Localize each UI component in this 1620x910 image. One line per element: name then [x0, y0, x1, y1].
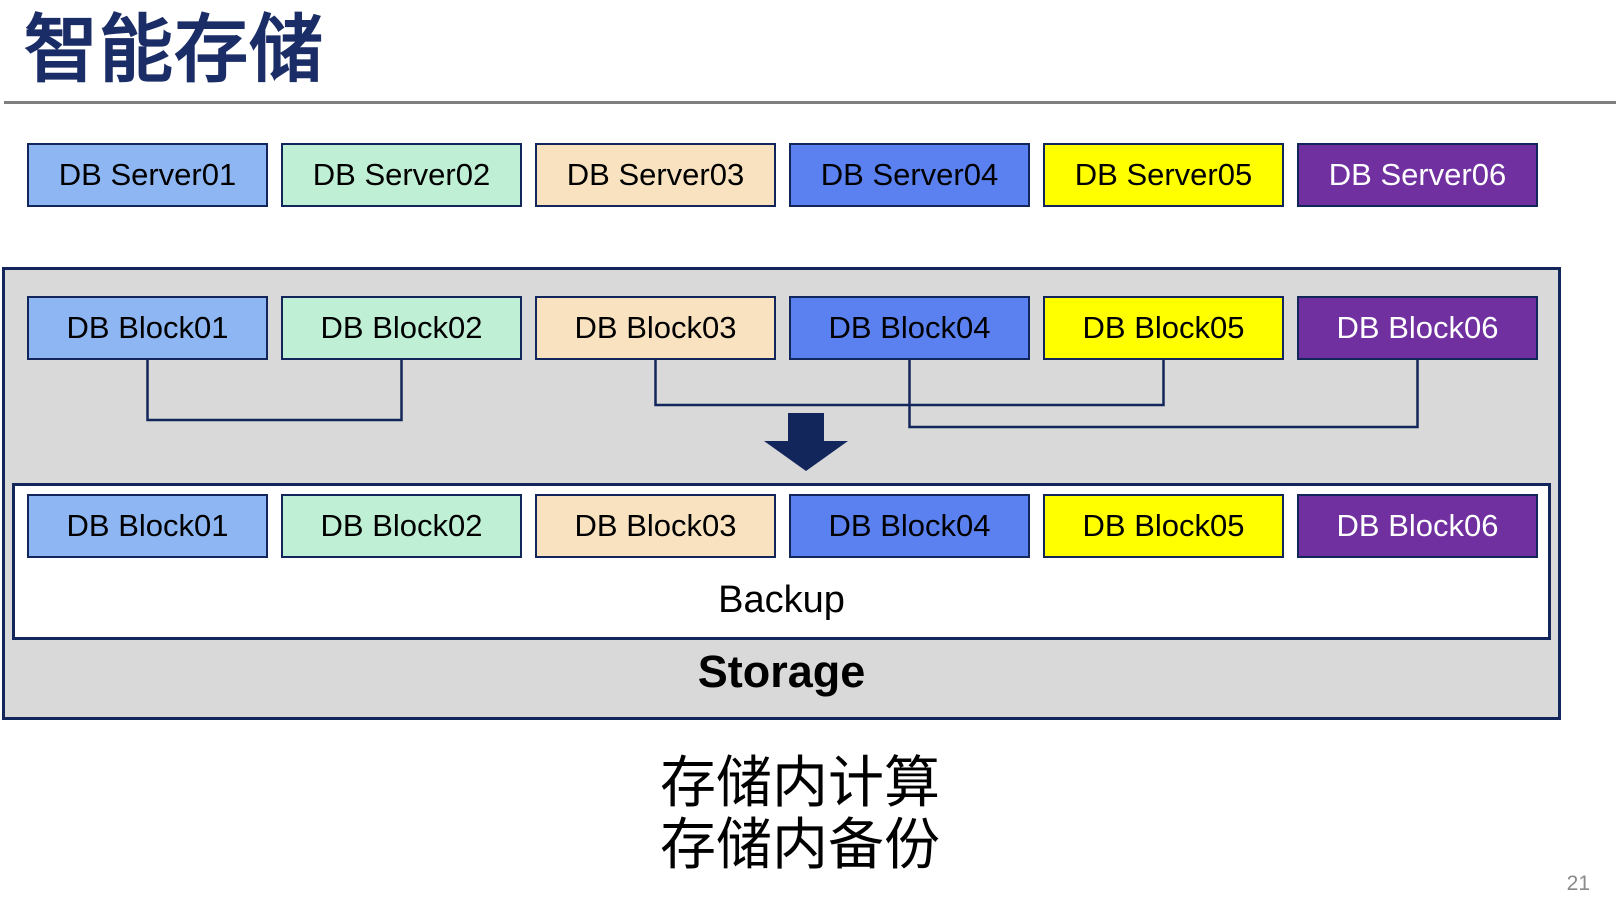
db-block-top-01-box: DB Block01: [27, 296, 268, 360]
backup-box: [12, 483, 1551, 640]
storage-label: Storage: [697, 646, 866, 697]
db-block-bottom-05-box: DB Block05: [1043, 494, 1284, 558]
db-block-bottom-06-box: DB Block06: [1297, 494, 1538, 558]
db-block-bottom-02-box: DB Block02: [281, 494, 522, 558]
caption-line-2: 存储内备份: [660, 813, 940, 876]
db-server-row: DB Server01 DB Server02 DB Server03 DB S…: [27, 143, 1538, 207]
caption-line-1: 存储内计算: [660, 751, 940, 814]
db-server-02-box: DB Server02: [281, 143, 522, 207]
db-block-bottom-01-box: DB Block01: [27, 494, 268, 558]
backup-label: Backup: [718, 579, 845, 621]
db-server-04-box: DB Server04: [789, 143, 1030, 207]
db-block-bottom-03-box: DB Block03: [535, 494, 776, 558]
db-block-bottom-04-box: DB Block04: [789, 494, 1030, 558]
db-block-top-03-box: DB Block03: [535, 296, 776, 360]
db-block-row-top: DB Block01 DB Block02 DB Block03 DB Bloc…: [27, 296, 1538, 360]
title-divider: [4, 101, 1616, 104]
page-title: 智能存储: [24, 8, 324, 91]
db-block-top-05-box: DB Block05: [1043, 296, 1284, 360]
db-server-05-box: DB Server05: [1043, 143, 1284, 207]
db-server-03-box: DB Server03: [535, 143, 776, 207]
db-server-06-box: DB Server06: [1297, 143, 1538, 207]
db-block-top-06-box: DB Block06: [1297, 296, 1538, 360]
db-block-row-bottom: DB Block01 DB Block02 DB Block03 DB Bloc…: [27, 494, 1538, 558]
db-block-top-02-box: DB Block02: [281, 296, 522, 360]
db-server-01-box: DB Server01: [27, 143, 268, 207]
page-number: 21: [1566, 872, 1590, 895]
caption: 存储内计算 存储内备份: [0, 752, 1600, 876]
db-block-top-04-box: DB Block04: [789, 296, 1030, 360]
